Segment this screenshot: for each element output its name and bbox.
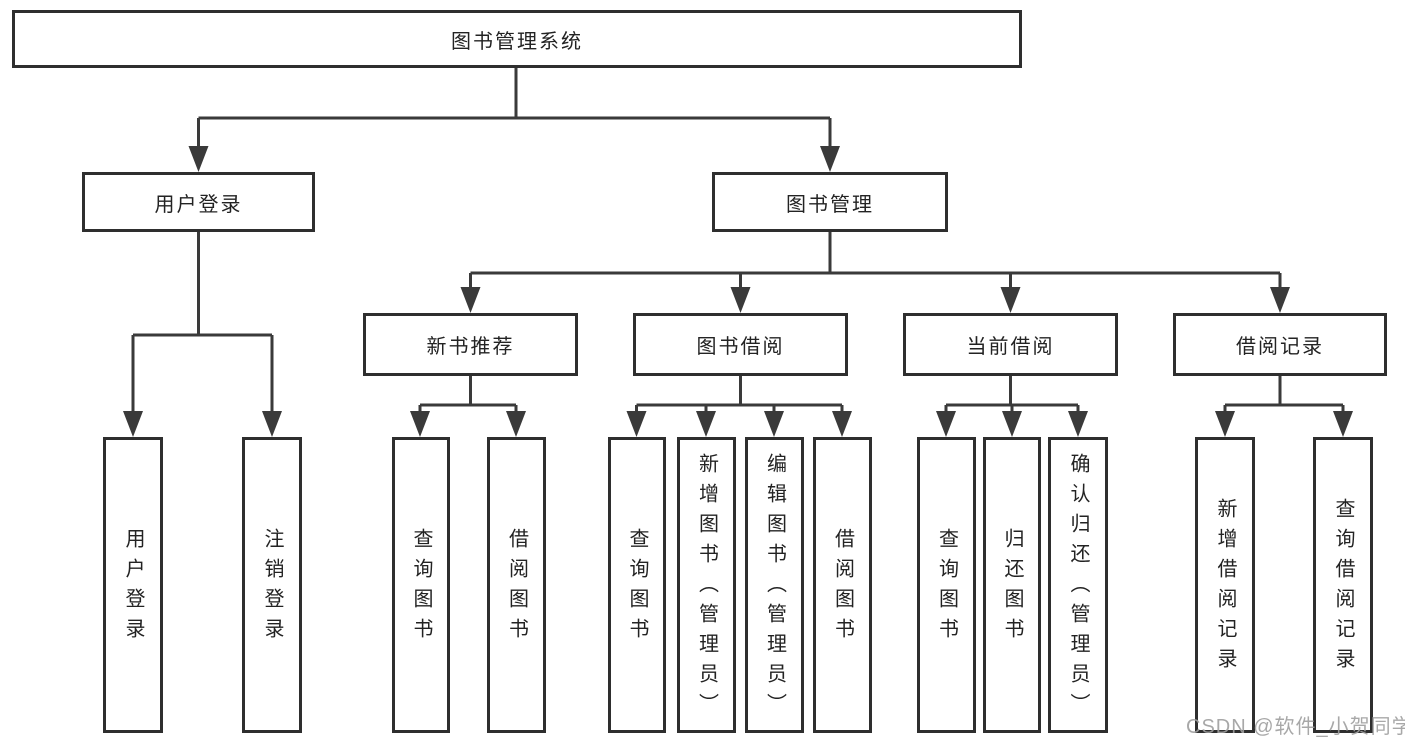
leaf-borrowing-add-books-admin: 新增图书（管理员） <box>677 437 736 733</box>
leaf-current-return-books: 归还图书 <box>983 437 1041 733</box>
leaf-current-confirm-return-admin: 确认归还（管理员） <box>1048 437 1108 733</box>
leaf-newbooks-query-books: 查询图书 <box>392 437 450 733</box>
node-current-borrowing: 当前借阅 <box>903 313 1118 376</box>
node-book-management: 图书管理 <box>712 172 948 232</box>
node-new-book-recommend: 新书推荐 <box>363 313 578 376</box>
leaf-records-query-record: 查询借阅记录 <box>1313 437 1373 733</box>
leaf-borrowing-query-books: 查询图书 <box>608 437 666 733</box>
node-user-login: 用户登录 <box>82 172 315 232</box>
leaf-logout: 注销登录 <box>242 437 302 733</box>
leaf-current-query-books: 查询图书 <box>917 437 976 733</box>
leaf-user-login: 用户登录 <box>103 437 163 733</box>
leaf-records-add-record: 新增借阅记录 <box>1195 437 1255 733</box>
csdn-watermark: CSDN @软件_小贺同学 <box>1186 716 1405 738</box>
leaf-borrowing-borrow-books: 借阅图书 <box>813 437 872 733</box>
node-borrowing-records: 借阅记录 <box>1173 313 1387 376</box>
leaf-borrowing-edit-books-admin: 编辑图书（管理员） <box>745 437 804 733</box>
node-book-borrowing: 图书借阅 <box>633 313 848 376</box>
leaf-newbooks-borrow-books: 借阅图书 <box>487 437 546 733</box>
node-root-library-management-system: 图书管理系统 <box>12 10 1022 68</box>
